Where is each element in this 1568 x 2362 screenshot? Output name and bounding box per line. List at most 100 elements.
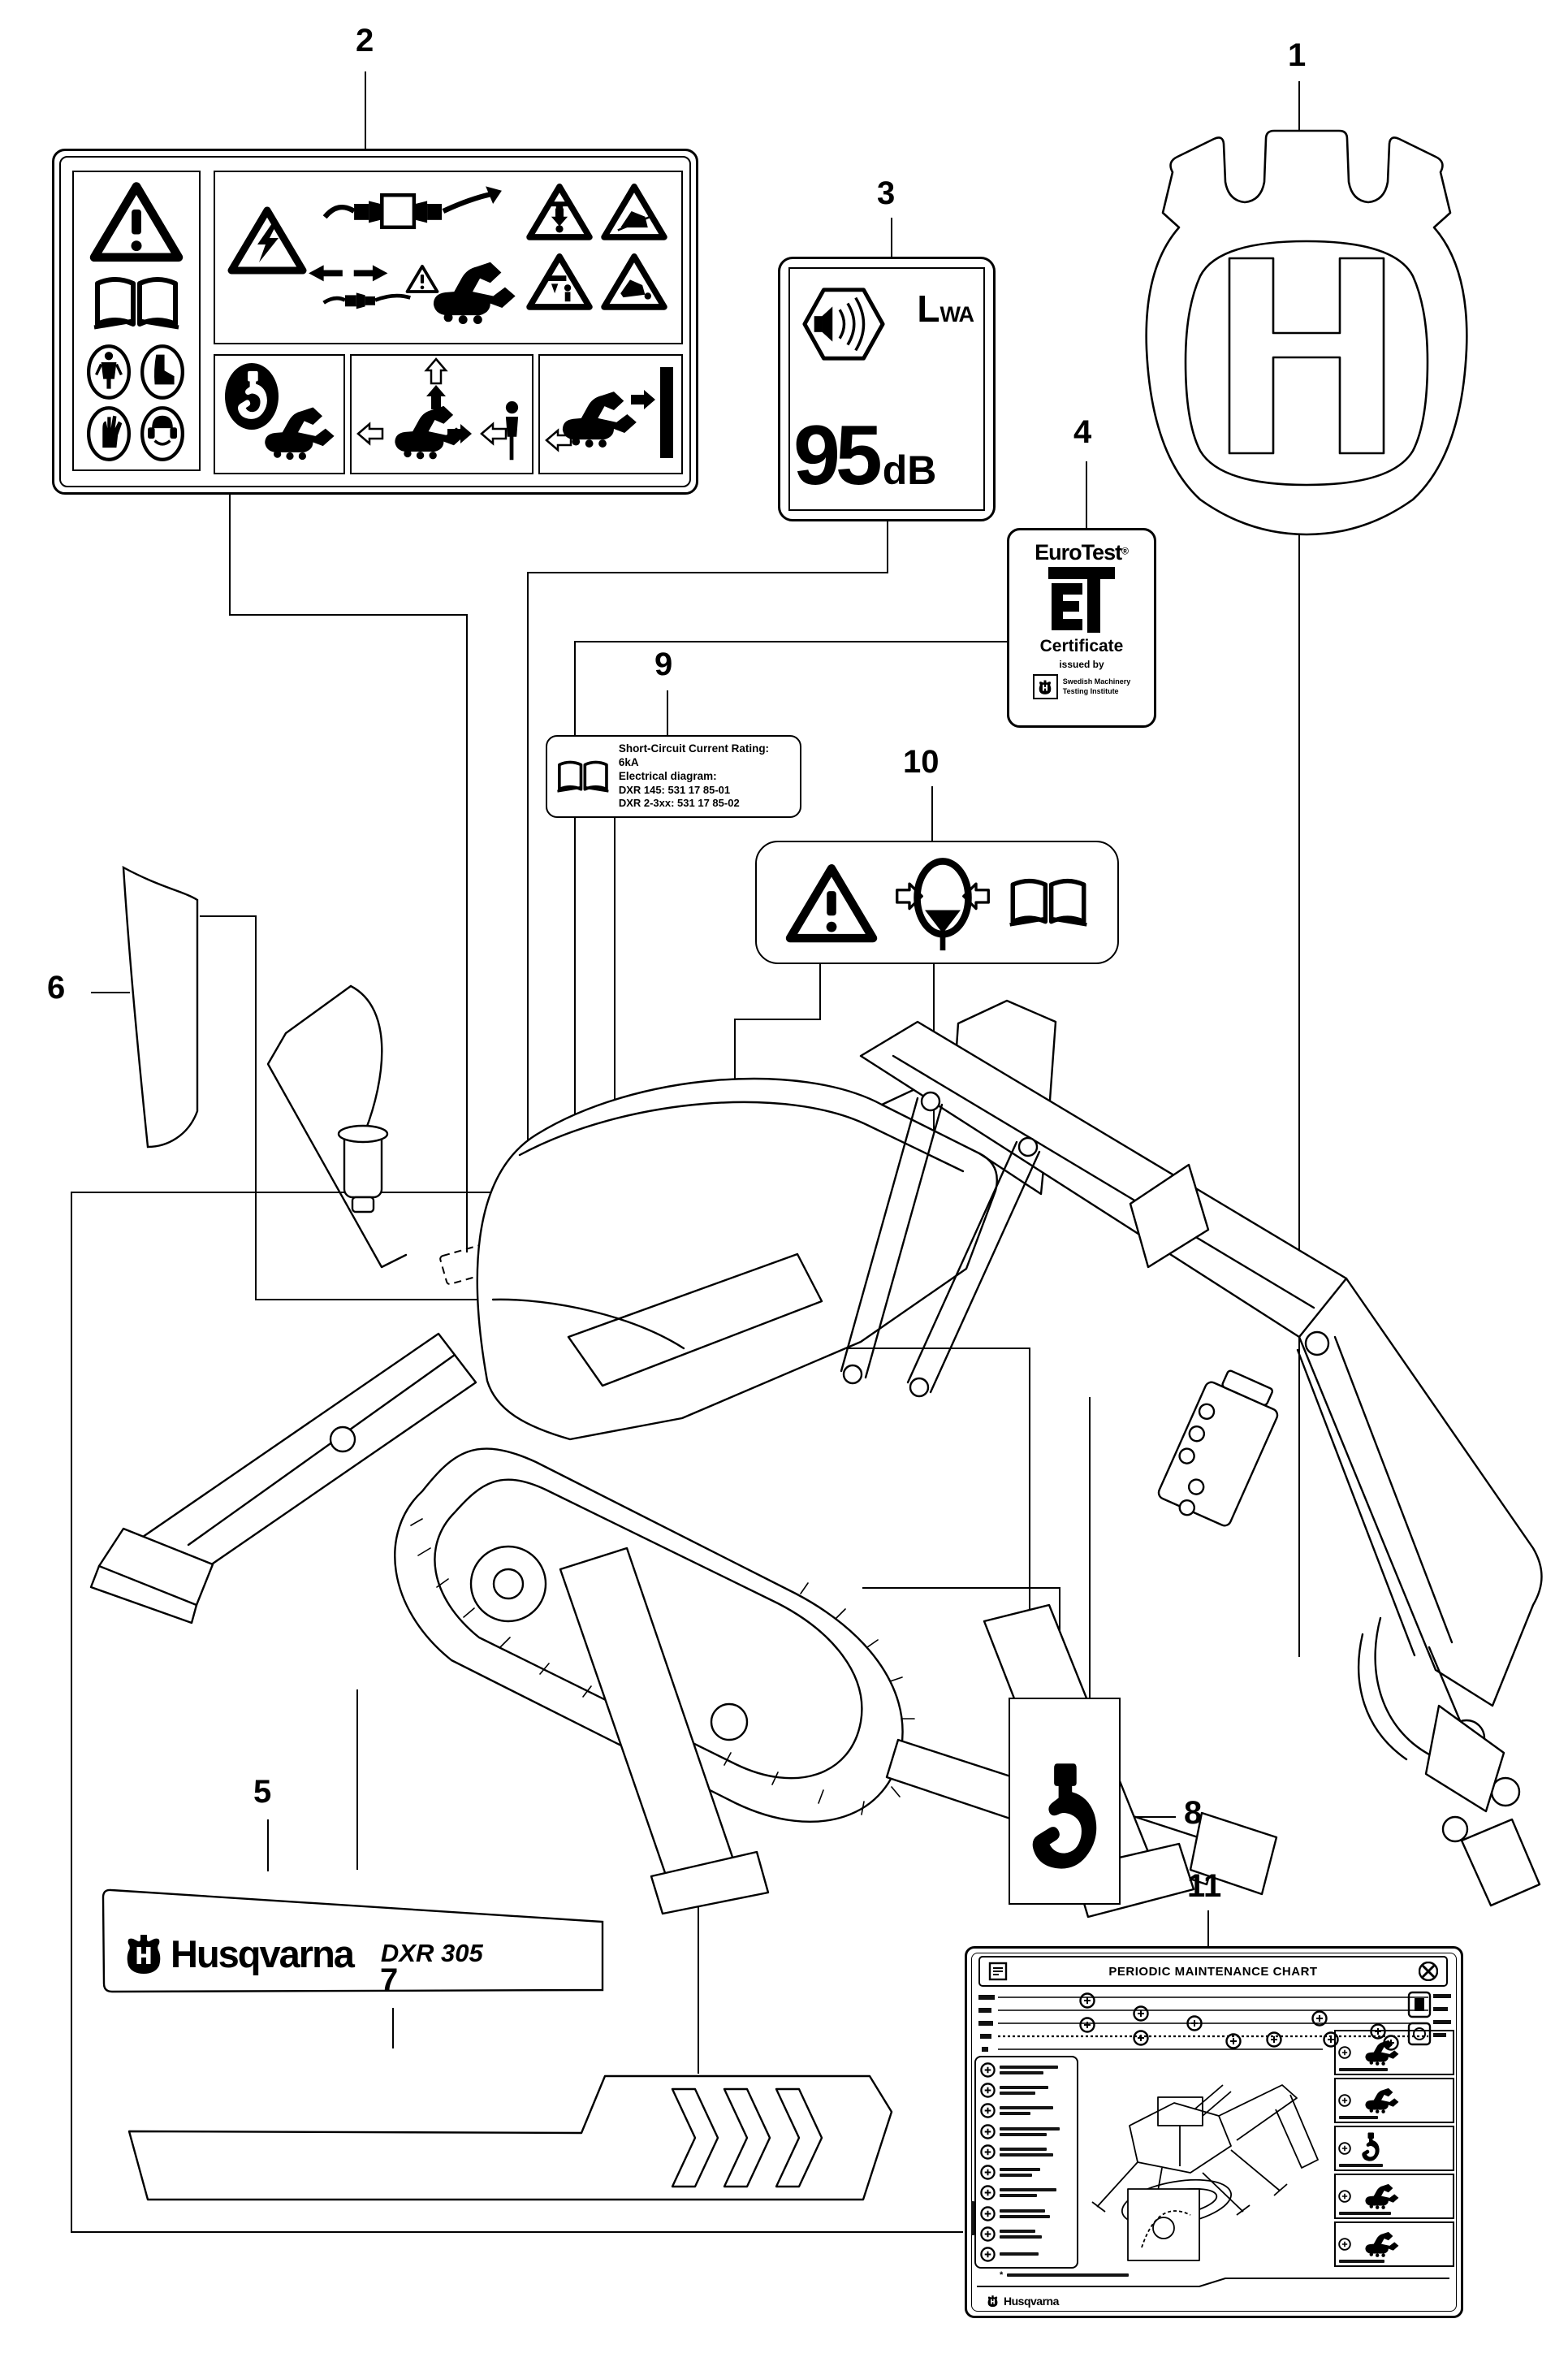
callout-11[interactable]: 11 [1187,1868,1222,1904]
manual-box-icon [988,1962,1008,1981]
machine-arm-and-tool [1296,1277,1543,1907]
crown-h-icon [987,2295,998,2308]
chart-part-number-text [971,2201,974,2235]
manual-book-icon [555,760,611,793]
testing-institute-logo [1032,674,1058,699]
sccr-line: Short-Circuit Current Rating: 6kA [618,742,770,769]
warning-decal-main-cell [214,171,683,344]
rollover-hazard-icon [601,253,667,310]
callout-6[interactable]: 6 [47,970,66,1006]
callout-7[interactable]: 7 [380,1962,399,1998]
robot-swing-icon [433,262,516,325]
wall-crush-cell [538,354,683,474]
protective-boots-icon [138,343,187,401]
callout-2[interactable]: 2 [356,23,374,58]
issuer-line2: Testing Institute [1062,686,1119,695]
machine-hood [476,1077,998,1441]
outrigger-rear-left [559,1547,770,1915]
leader-lines [71,71,1300,2233]
callout-1[interactable]: 1 [1288,37,1307,73]
issuer-text: Swedish Machinery Testing Institute [1063,677,1131,696]
electrical-rating-decal: Short-Circuit Current Rating: 6kA Electr… [546,735,801,818]
electric-hazard-icon [227,201,308,278]
speaker-hexagon-icon [800,280,888,368]
helmet-ear-protection-icon [138,404,187,463]
chart-title: PERIODIC MAINTENANCE CHART [1108,1964,1318,1979]
footnote-mark: * [1000,2270,1004,2280]
protective-gloves-icon [84,404,133,463]
hook-prohibition-icon [225,363,279,430]
eurotest-title-row: EuroTest® [1035,540,1129,565]
brand-decal-text: Husqvarna DXR 305 [123,1927,583,1980]
machine-boom [840,1020,1348,1398]
chart-header: PERIODIC MAINTENANCE CHART [978,1956,1448,1987]
clearance-zone-cell [350,354,533,474]
brand-decal-outline [102,1888,604,1993]
hose-manifold [1157,1369,1279,1527]
chart-legend-right [1334,2030,1454,2267]
issued-by-label: issued by [1059,659,1104,670]
dxr2xx-line: DXR 2-3xx: 531 17 85-02 [618,797,740,810]
crush-hazard-icon [526,253,593,310]
eurotest-decal: EuroTest® Certificate issued by Swedish … [1007,528,1156,728]
eurotest-monogram-icon [1048,567,1115,633]
callout-4[interactable]: 4 [1073,414,1092,450]
lwa-main: L [917,288,940,330]
side-panel-decal-outline [122,865,199,1149]
ppe-icons [84,343,188,463]
husqvarna-crown-logo [1145,129,1468,536]
warning-decal [52,149,698,495]
chart-legend-left [974,2056,1078,2269]
chart-footer-brand: Husqvarna [987,2295,1059,2308]
issuer-row: Swedish Machinery Testing Institute [1032,674,1131,699]
cable-and-plug [266,984,408,1269]
chart-machine-illustration [1091,2084,1319,2261]
hydraulic-accumulator-icon [892,851,993,954]
eurotest-brand: EuroTest [1035,540,1122,565]
callout-8[interactable]: 8 [1184,1795,1203,1831]
crane-hook-icon [1032,1763,1097,1869]
machine-illustration [89,984,1543,1919]
maintenance-chart-decal: PERIODIC MAINTENANCE CHART [965,1946,1463,2318]
chart-timeline [978,1991,1451,2052]
wall-crush-icon [545,367,673,458]
diagram-line: Electrical diagram: [618,770,717,783]
falling-load-hazard-icon [525,179,594,244]
brand-name: Husqvarna [171,1932,355,1975]
crossed-tools-icon [1419,1962,1438,1981]
institute-crown-icon [1039,680,1052,694]
robot-silhouette-icon [265,407,335,461]
noise-value: 95 [793,409,883,503]
chart-footer-rule [977,2278,1449,2287]
lwa-symbol: LWA [917,287,974,331]
warning-decal-left-column [72,171,201,471]
model-name: DXR 305 [380,1939,483,1967]
warning-decal-inner-border [59,156,691,487]
callout-5[interactable]: 5 [253,1774,272,1810]
callout-9[interactable]: 9 [654,647,673,682]
outrigger-front-left [89,1332,477,1624]
hose-coupling-icon [316,182,511,240]
electrical-rating-text: Short-Circuit Current Rating: 6kA Electr… [619,742,792,810]
callout-3[interactable]: 3 [877,175,896,211]
warning-triangle-icon [784,861,879,944]
callout-10[interactable]: 10 [903,744,940,780]
chevron-decal-outline [127,2074,893,2201]
chart-brand-name: Husqvarna [1004,2295,1059,2308]
read-manual-icon [91,272,182,334]
no-lifting-hook-cell [214,354,345,474]
accumulator-warning-decal [755,841,1119,964]
warning-triangle-icon [89,179,184,263]
chart-footnote: * [1000,2270,1130,2280]
lwa-sub: WA [940,302,974,327]
issuer-line1: Swedish Machinery [1062,677,1131,686]
protective-clothing-icon [84,343,133,401]
manual-book-icon [1007,874,1090,931]
noise-unit: dB [882,448,937,493]
crown-h-icon [127,1934,161,1974]
dxr145-line: DXR 145: 531 17 85-01 [618,784,731,797]
certificate-label: Certificate [1039,637,1124,655]
